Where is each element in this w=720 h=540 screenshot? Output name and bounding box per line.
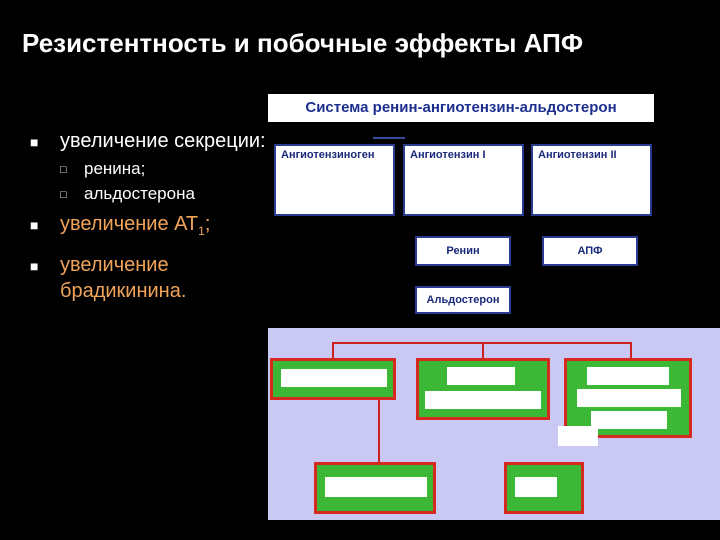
placeholder-bar — [515, 477, 557, 497]
green-box-bottom-left — [314, 462, 436, 514]
red-connector-right — [630, 342, 632, 360]
green-box-bottom-right — [504, 462, 584, 514]
bullet-bradykinin-text: увеличение брадикинина. — [60, 254, 187, 302]
placeholder-bar — [447, 367, 515, 385]
sub-bullet-renin-text: ренина; — [84, 159, 146, 178]
red-connector-middle — [482, 342, 484, 360]
square-bullet-icon: ■ — [30, 217, 39, 233]
green-box-left — [270, 358, 396, 400]
hollow-square-bullet-icon: □ — [60, 164, 67, 176]
bullet-bradykinin: ■ увеличение брадикинина. — [30, 252, 270, 304]
placeholder-square — [558, 426, 598, 446]
square-bullet-icon: ■ — [30, 134, 39, 150]
bullet-at1-tail: ; — [204, 213, 211, 235]
connector-line — [373, 137, 405, 139]
bullet-at1: ■ увеличение АТ1; — [30, 211, 270, 244]
slide-title: Резистентность и побочные эффекты АПФ — [22, 28, 584, 58]
placeholder-bar — [577, 389, 681, 407]
placeholder-bar — [591, 411, 667, 429]
placeholder-bar — [587, 367, 669, 385]
green-box-middle — [416, 358, 550, 420]
bullet-at1-text: увеличение АТ1; — [60, 211, 270, 244]
bullet-secretion-text: увеличение секреции: — [60, 130, 266, 152]
box-angiotensin-2: Ангиотензин II — [531, 144, 652, 216]
box-renin: Ренин — [415, 236, 511, 266]
square-bullet-icon: ■ — [30, 258, 39, 274]
hollow-square-bullet-icon: □ — [60, 189, 67, 201]
bullet-at1-subscript: 1 — [198, 224, 205, 238]
bullet-list: ■ увеличение секреции: □ ренина; □ альдо… — [30, 128, 270, 304]
box-angiotensin-1: Ангиотензин I — [403, 144, 524, 216]
placeholder-bar — [325, 477, 427, 497]
sub-bullet-aldosterone: □ альдостерона — [30, 182, 270, 207]
lower-diagram-panel — [268, 328, 720, 520]
green-box-right — [564, 358, 692, 438]
bullet-secretion: ■ увеличение секреции: — [30, 128, 270, 155]
red-connector-left — [332, 342, 334, 360]
placeholder-bar — [425, 391, 541, 409]
box-angiotensinogen: Ангиотензиноген — [274, 144, 395, 216]
diagram-title: Система ренин-ангиотензин-альдостерон — [268, 94, 654, 122]
box-ace: АПФ — [542, 236, 638, 266]
placeholder-bar — [281, 369, 387, 387]
bullet-at1-main: увеличение АТ — [60, 213, 199, 235]
red-connector-down — [378, 384, 380, 464]
box-aldosterone: Альдостерон — [415, 286, 511, 314]
sub-bullet-aldosterone-text: альдостерона — [84, 184, 195, 203]
sub-bullet-renin: □ ренина; — [30, 157, 270, 182]
